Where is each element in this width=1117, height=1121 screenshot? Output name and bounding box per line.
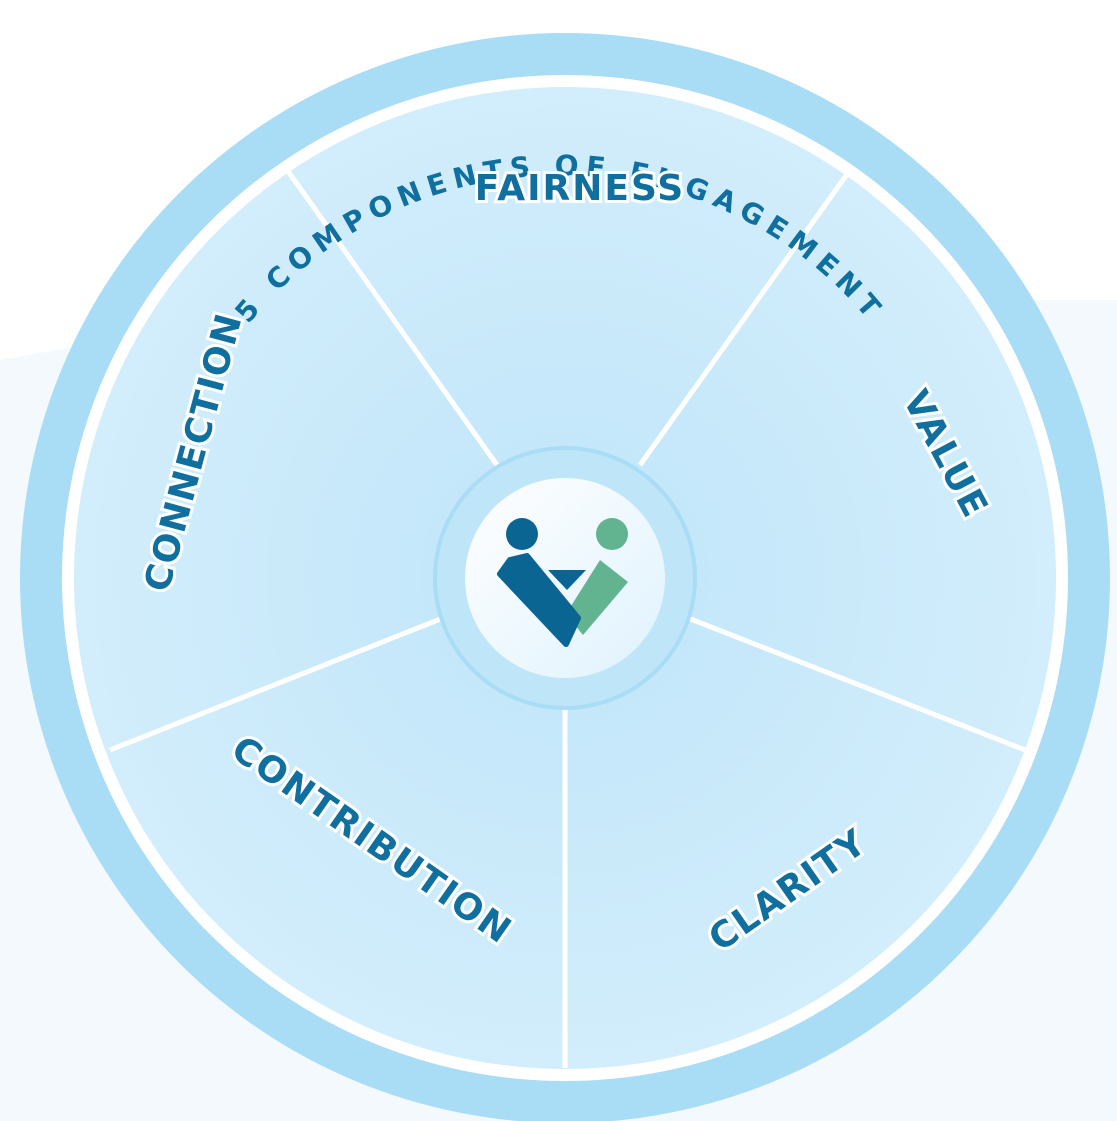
segment-dividers xyxy=(109,165,1026,1068)
segment-label-fairness: FAIRNESS xyxy=(475,168,685,209)
two-people-checkmark-icon xyxy=(497,518,628,647)
